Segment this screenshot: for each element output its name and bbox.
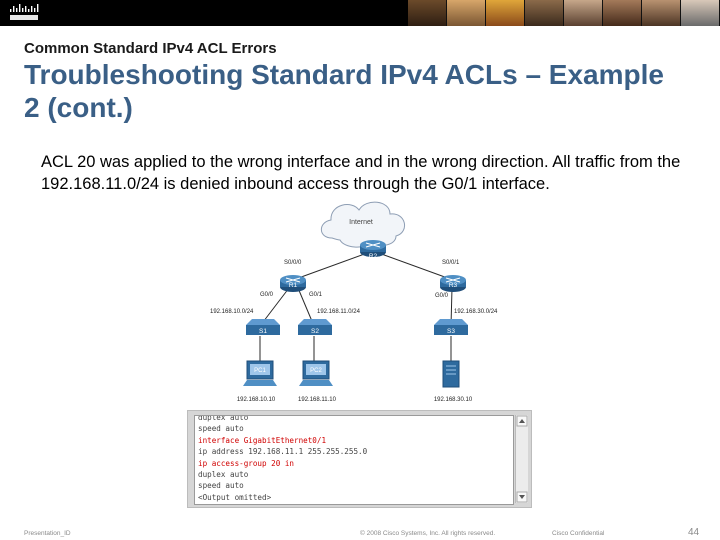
router-icon (440, 275, 466, 292)
host-ip: 192.168.11.10 (298, 397, 337, 403)
footer-copyright: © 2008 Cisco Systems, Inc. All rights re… (360, 530, 496, 537)
interface-label: G0/0 (260, 292, 274, 298)
footer-presentation-id: Presentation_ID (24, 530, 71, 537)
pc-icon (243, 360, 277, 386)
interface-label: G0/0 (435, 293, 449, 299)
switch-label-s2: S2 (311, 328, 319, 335)
cli-line: duplex auto (198, 470, 249, 480)
header-photo (681, 0, 720, 26)
header-photo (603, 0, 642, 26)
header-photo-strip (408, 0, 720, 26)
top-banner (0, 0, 720, 26)
cloud-label: Internet (349, 219, 373, 226)
link-r2-r3 (375, 251, 454, 281)
network-label: 192.168.10.0/24 (210, 309, 254, 315)
router-icon (280, 275, 306, 292)
header-photo (564, 0, 603, 26)
link-r1-r2 (292, 251, 371, 281)
cloud-icon (320, 201, 405, 248)
router-icon (360, 240, 386, 257)
cli-line: ip address 192.168.11.1 255.255.255.0 (198, 447, 368, 457)
cli-line: speed auto (198, 424, 244, 434)
cli-line: interface GigabitEthernet0/1 (198, 435, 327, 445)
router-label-r2: R2 (369, 253, 378, 260)
network-label: 192.168.11.0/24 (317, 309, 361, 315)
header-photo (486, 0, 525, 26)
cli-line: ip access-group 20 in (198, 458, 295, 468)
network-label: 192.168.30.0/24 (454, 309, 498, 315)
cli-line: speed auto (198, 481, 244, 491)
footer-confidential: Cisco Confidential (552, 530, 605, 537)
server-icon (442, 360, 460, 388)
header-photo (447, 0, 486, 26)
slide-subtitle: Common Standard IPv4 ACL Errors (24, 40, 277, 57)
header-photo (525, 0, 564, 26)
interface-label: G0/1 (309, 292, 323, 298)
host-label-pc1: PC1 (254, 368, 266, 374)
router-label-r1: R1 (289, 282, 298, 289)
host-label-pc2: PC2 (310, 368, 322, 374)
network-topology-diagram: Internet R2 R1 R3 S0/0/0 G0/0 G0/1 S0/0/… (210, 201, 498, 403)
cisco-logo (10, 4, 39, 20)
page-number: 44 (688, 527, 700, 538)
switch-icon (246, 319, 280, 335)
bullet-text: ACL 20 was applied to the wrong interfac… (41, 153, 681, 193)
host-ip: 192.168.30.10 (434, 397, 473, 403)
switch-icon (298, 319, 332, 335)
cli-line: duplex auto (198, 415, 249, 422)
interface-label: S0/0/0 (284, 260, 302, 266)
pc-icon (299, 360, 333, 386)
switch-label-s1: S1 (259, 328, 267, 335)
header-photo (642, 0, 681, 26)
host-ip: 192.168.10.10 (237, 397, 276, 403)
router-label-r3: R3 (449, 282, 458, 289)
switch-label-s3: S3 (447, 328, 455, 335)
header-photo (408, 0, 447, 26)
switch-icon (434, 319, 468, 335)
slide-title: Troubleshooting Standard IPv4 ACLs – Exa… (24, 59, 664, 123)
cli-line: <Output omitted> (198, 492, 272, 502)
cli-scrollbar[interactable] (515, 415, 528, 503)
interface-label: S0/0/1 (442, 260, 460, 266)
